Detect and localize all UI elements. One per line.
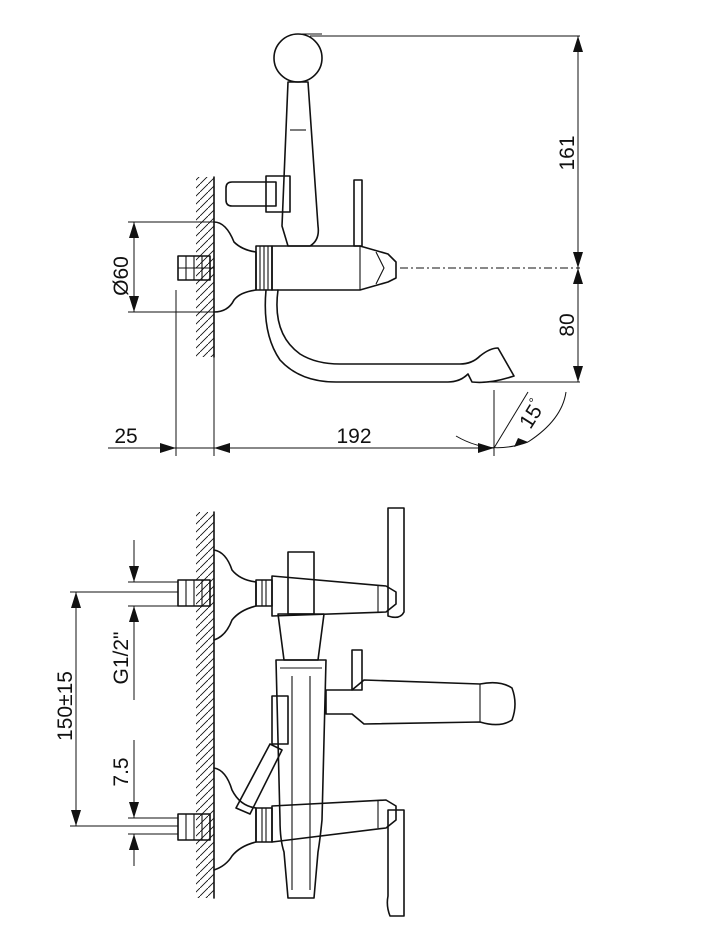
lever-top bbox=[353, 179, 363, 247]
dim-projection-192: 192 bbox=[336, 425, 371, 448]
spout-support bbox=[351, 649, 363, 691]
handshower-head-top bbox=[273, 33, 323, 83]
dim-drop-80: 80 bbox=[556, 313, 579, 336]
dim-thread-g12: G1/2" bbox=[110, 632, 133, 685]
dim-offset-25: 25 bbox=[114, 425, 137, 448]
front-elevation-view: G1/2" 150±15 7.5 bbox=[54, 507, 516, 917]
upper-handle-body bbox=[271, 575, 397, 617]
diverter-knob bbox=[225, 181, 277, 207]
spout-top bbox=[264, 289, 515, 384]
lower-lever bbox=[386, 809, 405, 917]
dim-eccentric-7-5: 7.5 bbox=[110, 757, 133, 786]
handshower-column bbox=[287, 551, 315, 615]
dim-angle-15: 15° bbox=[513, 395, 549, 432]
lower-handle-body bbox=[271, 799, 397, 843]
wall-hatch-top bbox=[196, 177, 214, 357]
spout-front bbox=[325, 679, 516, 726]
diverter-lever bbox=[235, 743, 283, 815]
dim-spacing-150: 150±15 bbox=[54, 671, 77, 741]
escutcheon-upper bbox=[213, 549, 257, 641]
escutcheon-top bbox=[213, 221, 257, 313]
side-elevation-view: 161 80 Ø60 25 192 15° bbox=[108, 33, 583, 456]
dim-diameter-60: Ø60 bbox=[110, 256, 133, 296]
upper-lever bbox=[387, 507, 405, 619]
dim-height-161: 161 bbox=[556, 135, 579, 170]
wall-hatch-bottom bbox=[196, 512, 214, 898]
handshower-holder bbox=[281, 81, 320, 247]
